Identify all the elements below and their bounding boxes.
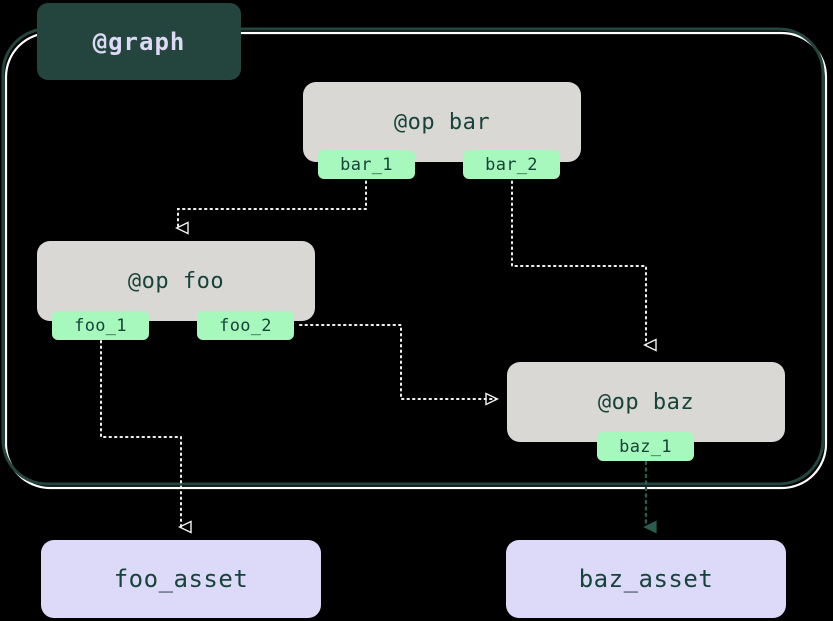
node-op-baz[interactable]: @op baz	[507, 362, 785, 442]
port-baz-1[interactable]: baz_1	[597, 432, 694, 461]
port-bar-2[interactable]: bar_2	[463, 150, 560, 179]
edge-foo1-to-fooasset	[100, 340, 181, 527]
node-asset-baz[interactable]: baz_asset	[506, 540, 786, 618]
edge-foo2-to-baz	[299, 324, 496, 399]
port-foo-2[interactable]: foo_2	[197, 311, 294, 340]
edge-bar1-to-foo	[178, 175, 367, 228]
node-asset-foo[interactable]: foo_asset	[41, 540, 321, 618]
port-bar-1[interactable]: bar_1	[318, 150, 415, 179]
node-op-foo[interactable]: @op foo	[37, 241, 315, 321]
edge-bar2-to-baz	[511, 175, 646, 345]
cluster-label-graph[interactable]: @graph	[37, 3, 241, 80]
port-foo-1[interactable]: foo_1	[52, 311, 149, 340]
node-op-bar[interactable]: @op bar	[303, 82, 581, 162]
